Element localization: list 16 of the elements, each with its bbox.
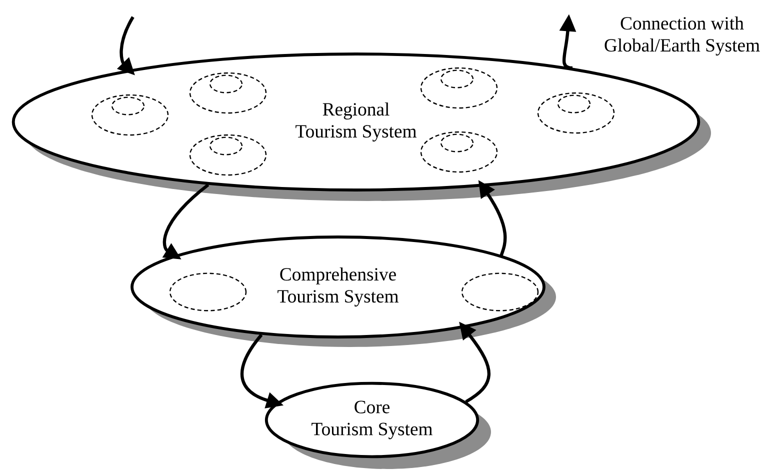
dashed-ellipse	[440, 70, 474, 88]
dashed-ellipse	[209, 74, 243, 94]
dashed-ellipse	[537, 92, 615, 134]
dashed-ellipse	[420, 131, 498, 173]
node-label: Core Tourism System	[312, 400, 433, 440]
dashed-ellipse	[111, 96, 145, 116]
dashed-ellipse	[420, 67, 498, 109]
dashed-ellipse	[91, 94, 169, 136]
dashed-ellipse	[189, 72, 267, 114]
dashed-ellipse	[557, 94, 591, 114]
dashed-ellipse	[209, 136, 243, 156]
connection-label: Connection with Global/Earth System	[604, 16, 760, 56]
dashed-ellipse	[189, 134, 267, 176]
dashed-ellipse	[440, 134, 474, 152]
dashed-ellipse	[461, 272, 539, 312]
dashed-ellipse	[169, 272, 247, 312]
